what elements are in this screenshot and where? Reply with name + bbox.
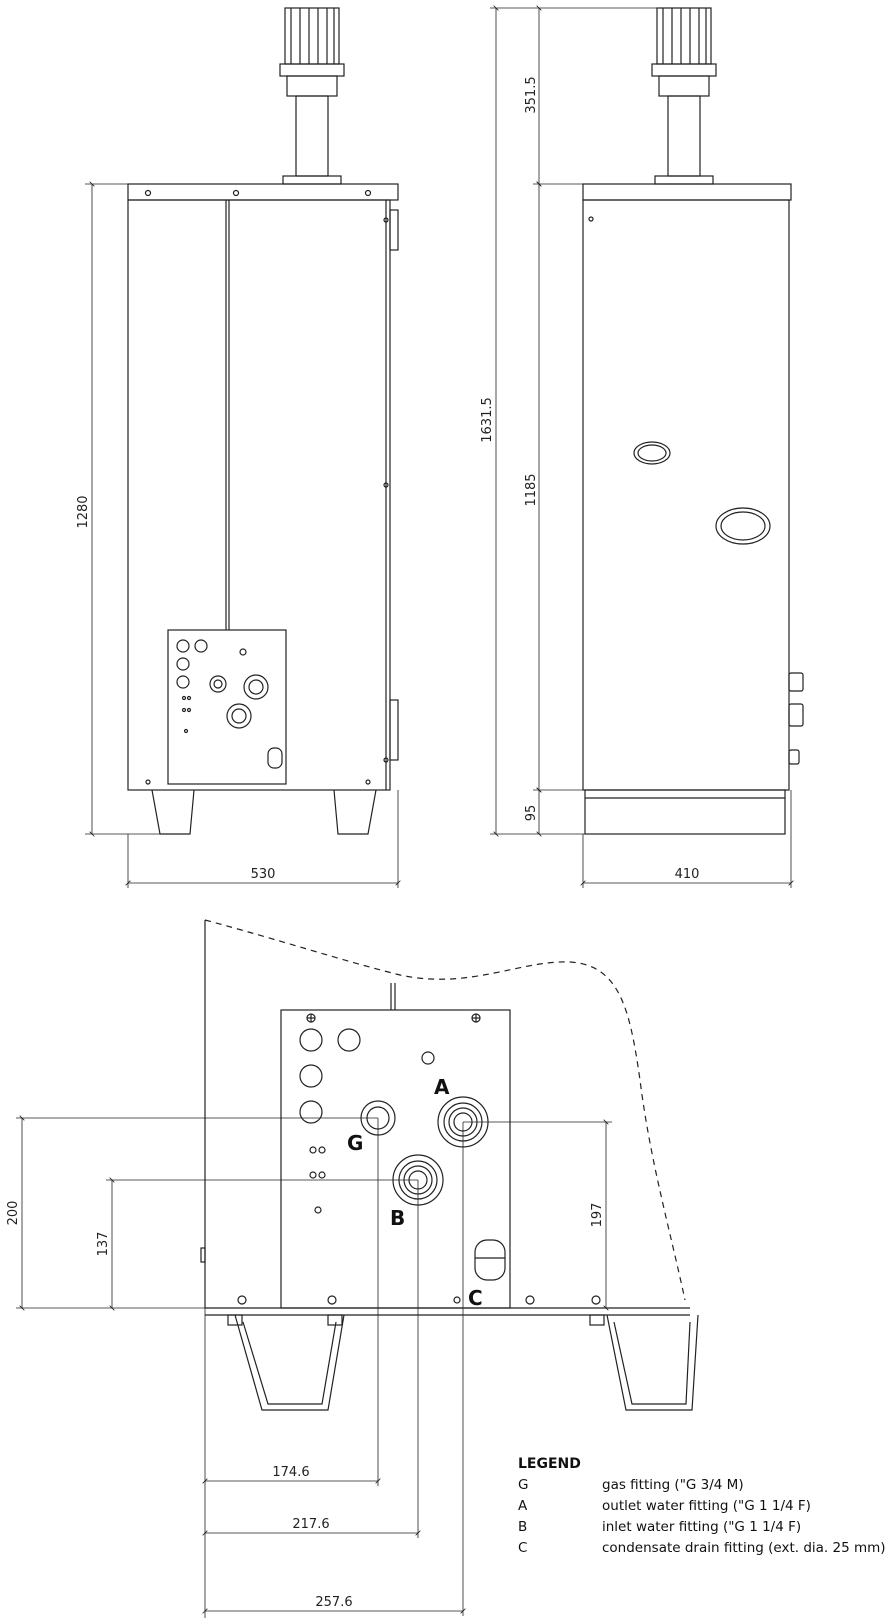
legend-title: LEGEND — [518, 1456, 581, 1472]
side-inspection-port-1 — [633, 441, 671, 465]
side-flue — [651, 7, 717, 185]
front-top-cap — [127, 183, 399, 201]
legend-text: gas fitting ("G 3/4 M) — [602, 1477, 744, 1493]
dim-flue-height: 351.5 — [524, 76, 539, 113]
side-top-cap — [582, 183, 792, 201]
dim-detail-inlet-height: 137 — [96, 1232, 111, 1257]
dim-front-height: 1280 — [76, 495, 91, 528]
legend-text: condensate drain fitting (ext. dia. 25 m… — [602, 1540, 886, 1556]
label-g: G — [347, 1131, 363, 1155]
front-flue — [279, 7, 345, 185]
dim-detail-outlet-offset: 257.6 — [315, 1595, 352, 1610]
front-dimensions — [85, 184, 398, 888]
dim-detail-gas-offset: 174.6 — [272, 1465, 309, 1480]
dim-overall-height: 1631.5 — [480, 397, 495, 443]
legend: LEGEND G gas fitting ("G 3/4 M) A outlet… — [518, 1456, 886, 1559]
dim-side-width: 410 — [675, 867, 700, 882]
front-view — [127, 7, 399, 835]
detail-view — [200, 919, 699, 1411]
legend-text: outlet water fitting ("G 1 1/4 F) — [602, 1498, 811, 1514]
dim-body-height: 1185 — [524, 473, 539, 506]
side-inspection-port-2 — [715, 507, 771, 545]
dim-detail-inlet-offset: 217.6 — [292, 1517, 329, 1532]
legend-row: C condensate drain fitting (ext. dia. 25… — [518, 1538, 886, 1559]
legend-row: B inlet water fitting ("G 1 1/4 F) — [518, 1517, 886, 1538]
legend-text: inlet water fitting ("G 1 1/4 F) — [602, 1519, 802, 1535]
detail-dimensions — [16, 1118, 612, 1618]
front-connection-panel — [167, 629, 287, 785]
dim-detail-outlet-height: 197 — [590, 1203, 605, 1228]
detail-foot-right — [606, 1314, 699, 1411]
legend-code: A — [518, 1498, 528, 1514]
fitting-c — [453, 1239, 506, 1304]
detail-connection-panel — [280, 1009, 511, 1309]
legend-row: A outlet water fitting ("G 1 1/4 F) — [518, 1496, 886, 1517]
side-dimensions — [490, 8, 791, 888]
detail-foot-left — [234, 1314, 345, 1411]
side-body — [582, 199, 790, 791]
label-b: B — [390, 1206, 405, 1230]
dim-foot-height: 95 — [524, 805, 539, 822]
cutaway-outline — [204, 919, 686, 1301]
dim-front-width: 530 — [251, 867, 276, 882]
legend-row: G gas fitting ("G 3/4 M) — [518, 1475, 886, 1496]
legend-code: G — [518, 1477, 529, 1493]
legend-code: C — [518, 1540, 528, 1556]
front-foot-left — [151, 789, 195, 835]
front-foot-right — [333, 789, 377, 835]
label-a: A — [434, 1075, 450, 1099]
label-c: C — [468, 1286, 483, 1310]
legend-code: B — [518, 1519, 528, 1535]
front-body — [127, 199, 391, 791]
side-base — [584, 789, 786, 835]
dim-detail-gas-height: 200 — [6, 1201, 21, 1226]
side-view — [582, 7, 804, 835]
